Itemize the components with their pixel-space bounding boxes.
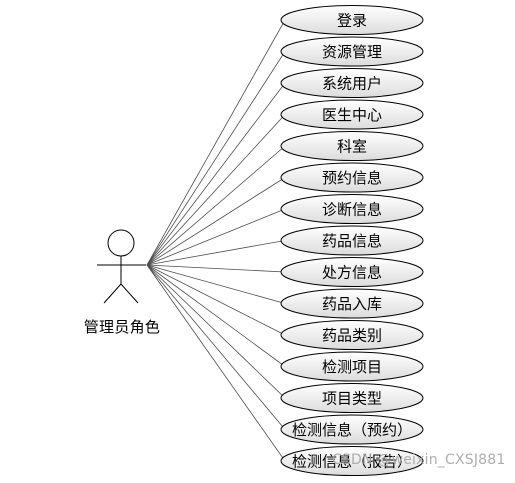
- connector-use-case-15: [146, 264, 286, 462]
- actor-left-leg: [103, 283, 122, 304]
- connector-use-case-8: [146, 240, 286, 266]
- use-case-4-ellipse: [280, 99, 424, 130]
- use-case-2-ellipse: [280, 36, 424, 67]
- connector-use-case-13: [146, 264, 286, 399]
- connector-use-case-2: [146, 51, 286, 266]
- connector-use-case-7: [146, 208, 286, 266]
- use-case-labels: 登录资源管理系统用户医生中心科室预约信息诊断信息药品信息处方信息药品入库药品类别…: [292, 12, 412, 471]
- connector-use-case-9: [146, 264, 286, 273]
- actor-figure: [97, 229, 146, 304]
- use-case-ellipses: [280, 5, 424, 476]
- use-case-13-ellipse: [280, 383, 424, 413]
- connector-use-case-1: [146, 19, 286, 266]
- use-case-3-label: 系统用户: [322, 75, 382, 93]
- use-case-12-ellipse: [280, 351, 424, 382]
- use-case-11-label: 药品类别: [322, 327, 382, 345]
- connector-use-case-3: [146, 82, 286, 266]
- connector-use-case-4: [146, 114, 286, 266]
- use-case-7-ellipse: [280, 194, 424, 224]
- connector-use-case-10: [146, 264, 286, 304]
- use-case-1-ellipse: [280, 5, 424, 35]
- use-case-1-label: 登录: [337, 12, 367, 30]
- use-case-15-label: 检测信息（报告）: [292, 453, 412, 471]
- actor-right-leg: [120, 283, 139, 304]
- use-case-11-ellipse: [280, 320, 424, 350]
- use-case-9-ellipse: [280, 257, 424, 287]
- use-case-5-ellipse: [280, 131, 424, 161]
- use-case-10-label: 药品入库: [322, 295, 382, 313]
- connector-use-case-12: [146, 264, 286, 367]
- use-case-4-label: 医生中心: [322, 106, 382, 124]
- use-case-14-ellipse: [280, 414, 424, 445]
- use-case-8-ellipse: [280, 225, 424, 256]
- actor-head: [107, 229, 135, 257]
- use-case-2-label: 资源管理: [322, 43, 382, 61]
- connector-use-case-5: [146, 145, 286, 266]
- use-case-6-ellipse: [280, 162, 424, 193]
- use-case-6-label: 预约信息: [322, 169, 382, 187]
- use-case-14-label: 检测信息（预约）: [292, 421, 412, 439]
- use-case-5-label: 科室: [337, 138, 367, 156]
- use-case-9-label: 处方信息: [322, 264, 382, 282]
- actor-label: 管理员角色: [83, 318, 161, 336]
- use-case-15-ellipse: [280, 446, 424, 476]
- connector-lines: [146, 19, 286, 462]
- use-case-12-label: 检测项目: [322, 358, 382, 376]
- use-case-7-label: 诊断信息: [322, 201, 382, 219]
- use-case-3-ellipse: [280, 68, 424, 98]
- use-case-10-ellipse: [280, 288, 424, 319]
- connector-use-case-14: [146, 264, 286, 430]
- use-case-13-label: 项目类型: [322, 390, 382, 408]
- use-case-8-label: 药品信息: [322, 232, 382, 250]
- connector-use-case-11: [146, 264, 286, 336]
- connector-use-case-6: [146, 177, 286, 266]
- watermark-text: CSDN @weixin_CXSJ881: [332, 452, 506, 468]
